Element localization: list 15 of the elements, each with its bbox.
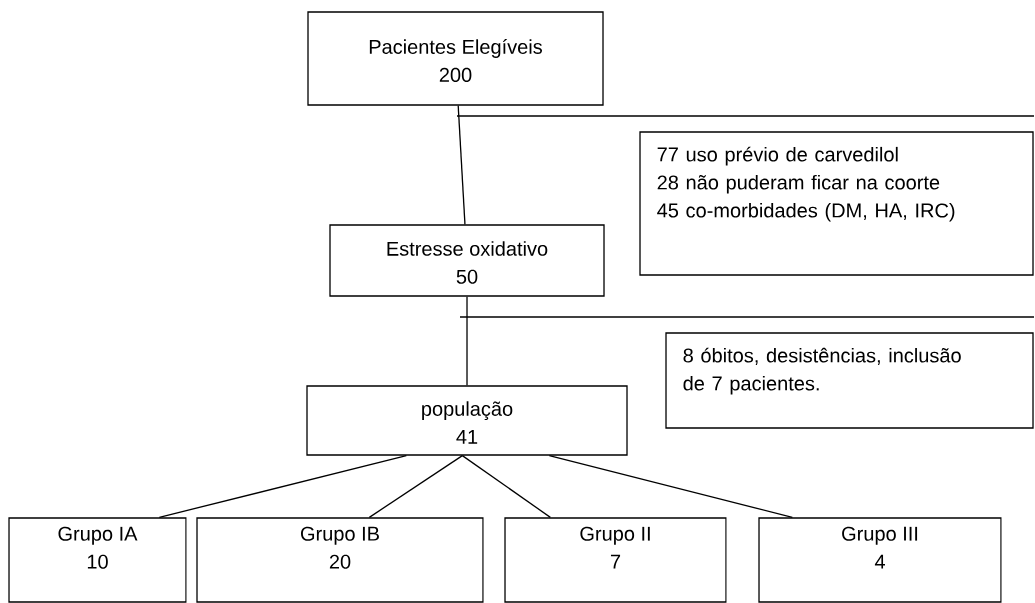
group-box: Grupo II 7 [504, 517, 727, 603]
exclusion-box: 8 óbitos, desistências, inclusão de 7 pacientes. [665, 332, 1034, 429]
connector-line [368, 455, 463, 518]
group-box: Grupo IB 20 [196, 517, 484, 603]
process-box: população 41 [306, 385, 628, 456]
process-box: Pacientes Elegíveis 200 [307, 11, 604, 106]
process-box: Estresse oxidativo 50 [329, 224, 605, 297]
connector-line [466, 296, 468, 386]
connector-line [457, 105, 466, 225]
exclusion-box: 77 uso prévio de carvedilol 28 não puderam ficar na coorte 45 co-morbidades (DM, HA, IRC) [639, 131, 1034, 276]
connector-line [548, 455, 793, 518]
connector-line [461, 455, 551, 518]
group-box: Grupo III 4 [758, 517, 1002, 603]
connector-line [158, 455, 407, 518]
group-box: Grupo IA 10 [8, 517, 187, 603]
